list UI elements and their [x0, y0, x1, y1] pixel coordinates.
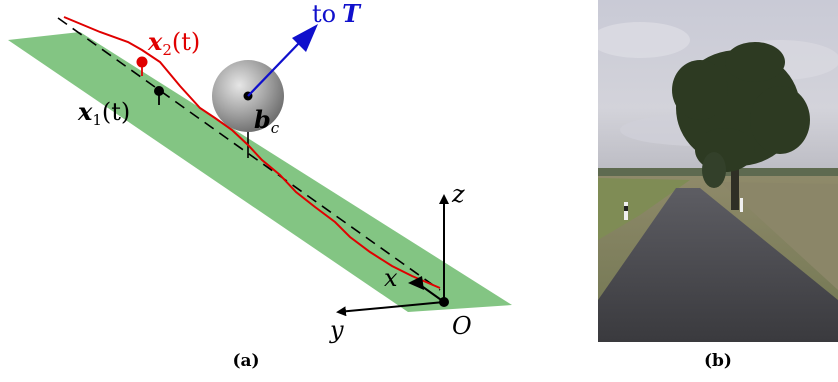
x1-point	[154, 86, 164, 96]
label-x1: x1(t)	[77, 97, 130, 129]
x2-point	[136, 56, 148, 68]
ground-plane	[8, 32, 512, 312]
origin-point	[439, 297, 449, 307]
label-bc: bc	[254, 105, 280, 137]
axis-label-z: z	[451, 180, 465, 208]
reference-line-dashed	[57, 17, 441, 291]
tree-icon	[672, 42, 810, 172]
direction-arrow-shaft	[247, 41, 301, 97]
caption-b: (b)	[704, 351, 732, 371]
origin-label: O	[452, 312, 472, 340]
caption-a: (a)	[232, 351, 259, 371]
panel-b-road-photo: (b)	[598, 0, 838, 371]
direction-arrow-head	[292, 24, 318, 52]
road	[598, 188, 838, 342]
x-axis-head	[408, 276, 424, 290]
y-axis	[336, 301, 445, 317]
axis-label-x: x	[384, 264, 398, 292]
axis-label-y: y	[329, 316, 344, 344]
trajectory-x2	[63, 16, 441, 289]
label-x2: x2(t)	[147, 27, 200, 59]
